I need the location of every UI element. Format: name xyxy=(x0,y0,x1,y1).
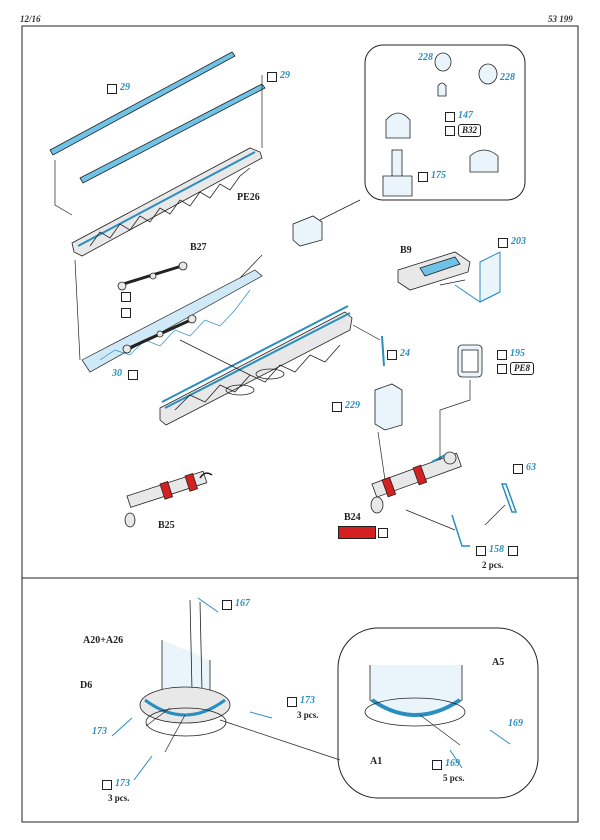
part-label: B9 xyxy=(400,245,412,256)
bend-icon xyxy=(267,72,277,82)
rod-b27 xyxy=(117,261,197,354)
part-label: PE26 xyxy=(237,192,260,203)
resin-part-swatch xyxy=(338,526,376,539)
part-label: A20+A26 xyxy=(83,635,124,646)
leader-lines xyxy=(54,75,506,761)
fold-icon xyxy=(222,600,232,610)
part-number: 173 xyxy=(300,695,315,706)
part-number: 228 xyxy=(500,72,515,83)
gun-base-d6 xyxy=(139,599,231,737)
inset-a5 xyxy=(364,665,466,727)
bend-icon xyxy=(121,292,131,302)
block-b9 xyxy=(397,251,471,291)
part-number: 173 xyxy=(115,778,130,789)
resin-ref: B32 xyxy=(458,124,482,137)
strip-29b xyxy=(79,83,266,184)
pe-part-229 xyxy=(374,383,403,431)
truss-rail-assembly xyxy=(159,305,353,426)
part-number: 195 xyxy=(510,348,525,359)
resin-part-icon xyxy=(497,364,507,374)
truss-rail-pe26 xyxy=(71,147,263,257)
quantity: 5 pcs. xyxy=(443,773,465,783)
bend-icon xyxy=(107,84,117,94)
part-number: 147 xyxy=(458,110,473,121)
bend-icon xyxy=(445,112,455,122)
pe-part-195 xyxy=(457,344,483,378)
wedge-parts xyxy=(111,597,511,781)
fold-icon xyxy=(508,546,518,556)
bend-icon xyxy=(332,402,342,412)
part-number: 169 xyxy=(508,718,523,729)
part-label: A1 xyxy=(370,756,383,767)
part-number: 169 xyxy=(445,758,460,769)
pe-strips xyxy=(451,483,518,547)
part-label: D6 xyxy=(80,680,93,691)
bend-icon xyxy=(476,546,486,556)
part-number: 24 xyxy=(400,348,410,359)
part-number: 29 xyxy=(280,70,290,81)
strip-29a xyxy=(49,51,236,156)
part-label: B24 xyxy=(344,512,361,523)
bend-icon xyxy=(128,370,138,380)
pe-part-24 xyxy=(381,335,385,367)
resin-ref: PE8 xyxy=(510,362,535,375)
part-label: A5 xyxy=(492,657,505,668)
part-label: B25 xyxy=(158,520,175,531)
fold-icon xyxy=(287,697,297,707)
quantity: 2 pcs. xyxy=(482,560,504,570)
page-frame xyxy=(21,25,579,823)
bend-icon xyxy=(513,464,523,474)
bend-icon xyxy=(498,238,508,248)
part-label: B27 xyxy=(190,242,207,253)
inset-detail-box xyxy=(364,44,526,201)
quantity: 3 pcs. xyxy=(108,793,130,803)
bend-icon xyxy=(121,308,131,318)
bend-icon xyxy=(418,172,428,182)
fold-icon xyxy=(102,780,112,790)
inset-parts xyxy=(292,52,499,247)
inset-zoom-box xyxy=(337,627,539,799)
fold-icon xyxy=(387,350,397,360)
part-number: 229 xyxy=(345,400,360,411)
truss-piece-30 xyxy=(81,269,263,373)
resin-part-icon xyxy=(445,126,455,136)
part-number: 30 xyxy=(112,368,122,379)
kit-code: 53 199 xyxy=(548,14,573,24)
part-number: 173 xyxy=(92,726,107,737)
part-number: 228 xyxy=(418,52,433,63)
quantity: 3 pcs. xyxy=(297,710,319,720)
pipe-b24-assembly xyxy=(370,451,462,514)
part-number: 175 xyxy=(431,170,446,181)
bend-icon xyxy=(497,350,507,360)
part-number: 29 xyxy=(120,82,130,93)
page-number: 12/16 xyxy=(20,14,41,24)
part-number: 167 xyxy=(235,598,250,609)
fold-icon xyxy=(432,760,442,770)
pipe-b25 xyxy=(124,470,213,528)
pe-part-203 xyxy=(454,251,501,303)
part-number: 158 xyxy=(489,544,504,555)
part-number: 203 xyxy=(511,236,526,247)
bend-icon xyxy=(378,528,388,538)
part-number: 63 xyxy=(526,462,536,473)
